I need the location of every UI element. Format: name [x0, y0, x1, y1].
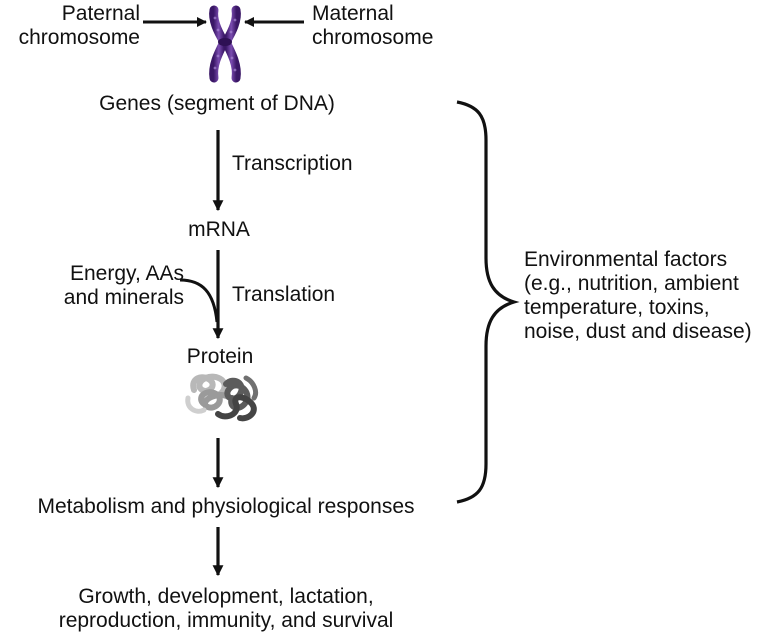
environment-label-line: noise, dust and disease): [524, 320, 752, 343]
environmental-factors-label: Environmental factors (e.g., nutrition, …: [524, 248, 752, 344]
maternal-label-line: Maternal: [312, 2, 394, 25]
outcomes-label-line: reproduction, immunity, and survival: [58, 609, 394, 632]
environment-label-line: (e.g., nutrition, ambient: [524, 272, 739, 295]
inputs-label-line: and minerals: [63, 286, 184, 309]
inputs-label: Energy, AAs and minerals: [0, 262, 184, 310]
genes-label: Genes (segment of DNA): [99, 92, 335, 115]
environment-label-line: temperature, toxins,: [524, 296, 710, 319]
mrna-label: mRNA: [188, 218, 250, 241]
paternal-chromosome-label: Paternal chromosome: [0, 2, 140, 50]
outcomes-label: Growth, development, lactation, reproduc…: [59, 585, 394, 633]
translation-label: Translation: [232, 283, 336, 306]
protein-structure-icon: [185, 373, 259, 422]
metabolism-label: Metabolism and physiological responses: [37, 495, 415, 518]
outcomes-label-line: Growth, development, lactation,: [78, 585, 374, 608]
protein-label: Protein: [186, 345, 254, 368]
transcription-label: Transcription: [232, 152, 353, 175]
chromosome-icon: [209, 5, 241, 83]
maternal-label-line: chromosome: [312, 26, 434, 49]
maternal-chromosome-label: Maternal chromosome: [312, 2, 433, 50]
paternal-label-line: chromosome: [18, 26, 140, 49]
environment-brace: [456, 100, 520, 504]
paternal-label-line: Paternal: [61, 2, 140, 25]
inputs-label-line: Energy, AAs: [69, 262, 184, 285]
inputs-arrow: [179, 278, 219, 323]
environment-label-line: Environmental factors: [524, 248, 728, 271]
